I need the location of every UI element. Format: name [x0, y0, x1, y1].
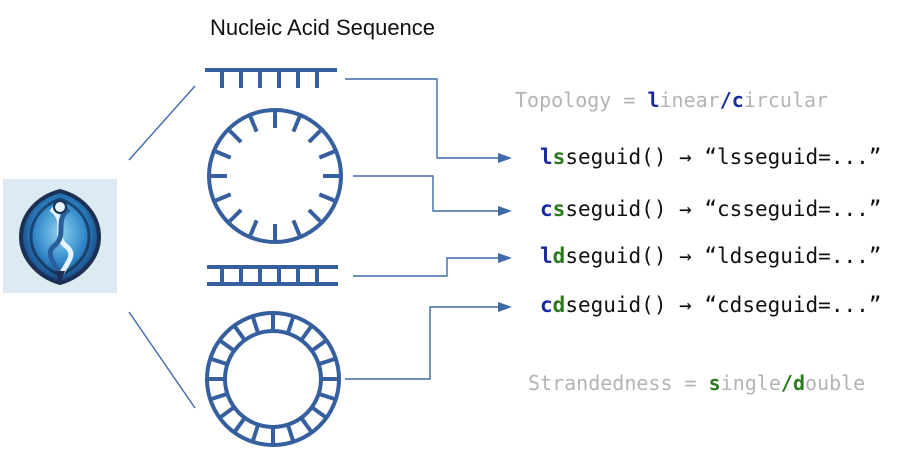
- arrowhead-cd: [498, 302, 512, 312]
- fn-strand-key: d: [552, 244, 566, 268]
- topology-text: Topology: [515, 88, 612, 112]
- fn-topology-key: c: [540, 197, 553, 221]
- fn-signature: seguid() → “ldseguid=...”: [565, 244, 882, 268]
- topology-key-linear: l: [647, 88, 660, 112]
- strandedness-key-single: s: [708, 371, 721, 395]
- function-row-ld: ldseguid() → “ldseguid=...”: [540, 244, 881, 268]
- topology-equals: =: [611, 88, 648, 112]
- strandedness-key-double: d: [792, 371, 805, 395]
- strandedness-text: Strandedness: [528, 371, 673, 395]
- diagram-title: Nucleic Acid Sequence: [210, 15, 436, 40]
- topology-separator: /: [719, 88, 732, 112]
- connector-ld: [353, 257, 500, 277]
- strandedness-rest-single: ingle: [720, 371, 781, 395]
- circular-single-strand-icon: [207, 108, 343, 244]
- fn-strand-key: d: [552, 293, 566, 317]
- topology-rest-linear: inear: [659, 88, 720, 112]
- arrowhead-ld: [498, 253, 512, 263]
- fan-line-bottom: [128, 311, 196, 409]
- fn-topology-key: l: [540, 145, 553, 169]
- linear-single-strand-icon: [205, 68, 337, 88]
- topology-key-circular: c: [731, 88, 744, 112]
- connector-cd: [345, 306, 500, 380]
- fn-topology-key: l: [540, 244, 553, 268]
- fn-strand-key: s: [552, 197, 566, 221]
- fn-signature: seguid() → “cdseguid=...”: [565, 293, 882, 317]
- strandedness-rest-double: ouble: [804, 371, 866, 395]
- strandedness-separator: /: [780, 371, 793, 395]
- arrowhead-cs: [498, 206, 512, 216]
- function-row-ls: lsseguid() → “lsseguid=...”: [540, 145, 881, 169]
- strandedness-equals: =: [672, 371, 709, 395]
- fn-signature: seguid() → “lsseguid=...”: [565, 145, 882, 169]
- connector-cs: [353, 175, 500, 212]
- fn-strand-key: s: [552, 145, 566, 169]
- circular-double-strand-icon: [205, 311, 341, 447]
- fn-signature: seguid() → “csseguid=...”: [565, 197, 882, 221]
- arrowhead-ls: [498, 153, 512, 163]
- fan-line-top: [128, 85, 196, 161]
- dna-helix-logo-icon: [18, 188, 102, 286]
- logo-background: [3, 179, 117, 293]
- strandedness-label: Strandedness = single/double: [528, 371, 865, 395]
- function-row-cd: cdseguid() → “cdseguid=...”: [540, 293, 881, 317]
- topology-rest-circular: ircular: [743, 88, 829, 112]
- linear-double-strand-icon: [207, 265, 338, 286]
- fn-topology-key: c: [540, 293, 553, 317]
- function-row-cs: csseguid() → “csseguid=...”: [540, 197, 881, 221]
- topology-label: Topology = linear/circular: [515, 88, 828, 112]
- connector-ls: [345, 78, 500, 159]
